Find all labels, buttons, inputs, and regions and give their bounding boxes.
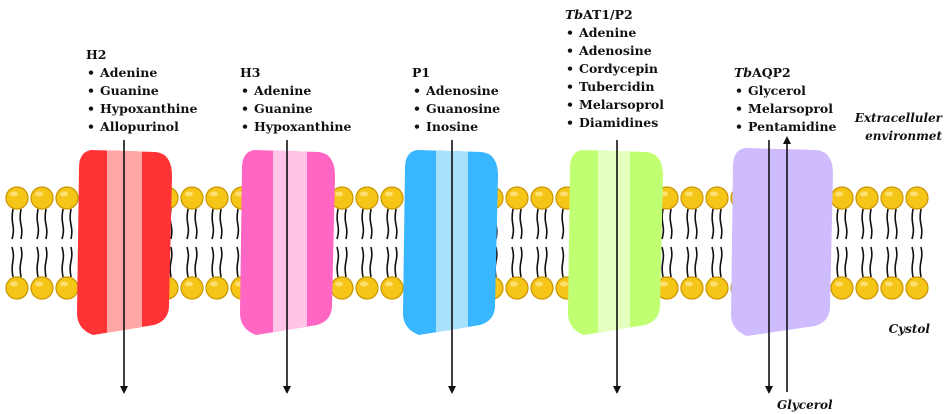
substrate-item: Allopurinol	[86, 118, 197, 136]
label-h3: H3 Adenine Guanine Hypoxanthine	[240, 64, 351, 136]
lipid-molecule	[881, 187, 903, 299]
lipid-molecule	[906, 187, 928, 299]
transporter-name: H3	[240, 64, 351, 82]
protein-channel-stripe	[598, 145, 630, 340]
label-tbat1-p2: TbAT1/P2 Adenine Adenosine Cordycepin Tu…	[565, 6, 664, 132]
lipid-molecule	[31, 187, 53, 299]
substrate-item: Cordycepin	[565, 60, 664, 78]
protein-tbaqp2	[731, 148, 833, 336]
cytosol-label: Cystol	[889, 320, 930, 338]
lipid-molecule	[381, 187, 403, 299]
substrate-item: Diamidines	[565, 114, 664, 132]
label-h2: H2 Adenine Guanine Hypoxanthine Allopuri…	[86, 46, 197, 136]
label-p1: P1 Adenosine Guanosine Inosine	[412, 64, 500, 136]
substrate-item: Inosine	[412, 118, 500, 136]
lipid-molecule	[856, 187, 878, 299]
substrate-item: Hypoxanthine	[240, 118, 351, 136]
transporter-name: TbAT1/P2	[565, 6, 664, 24]
substrate-item: Glycerol	[734, 82, 836, 100]
substrate-item: Adenosine	[565, 42, 664, 60]
substrate-item: Guanosine	[412, 100, 500, 118]
species-prefix: Tb	[734, 65, 752, 80]
lipid-molecule	[356, 187, 378, 299]
transporter-name: P1	[412, 64, 500, 82]
protein-body	[731, 148, 833, 336]
transporter-name: TbAQP2	[734, 64, 836, 82]
protein-p1	[403, 145, 498, 340]
substrate-item: Adenine	[565, 24, 664, 42]
lipid-molecule	[56, 187, 78, 299]
substrate-item: Adenine	[240, 82, 351, 100]
substrate-item: Melarsoprol	[565, 96, 664, 114]
lipid-molecule	[181, 187, 203, 299]
substrate-item: Melarsoprol	[734, 100, 836, 118]
extracellular-label: Extracelluler environmet	[855, 109, 942, 145]
transporter-name: H2	[86, 46, 197, 64]
lipid-molecule	[831, 187, 853, 299]
substrate-item: Guanine	[240, 100, 351, 118]
substrate-item: Hypoxanthine	[86, 100, 197, 118]
species-prefix: Tb	[565, 7, 583, 22]
label-tbaqp2: TbAQP2 Glycerol Melarsoprol Pentamidine	[734, 64, 836, 136]
lipid-molecule	[681, 187, 703, 299]
substrate-item: Pentamidine	[734, 118, 836, 136]
lipid-molecule	[206, 187, 228, 299]
transporter-proteins	[77, 145, 833, 340]
substrate-item: Adenosine	[412, 82, 500, 100]
lipid-molecule	[531, 187, 553, 299]
protein-tbat1-p2	[568, 145, 663, 340]
substrate-item: Tubercidin	[565, 78, 664, 96]
lipid-molecule	[506, 187, 528, 299]
substrate-item: Adenine	[86, 64, 197, 82]
glycerol-efflux-label: Glycerol	[777, 396, 833, 414]
substrate-item: Guanine	[86, 82, 197, 100]
lipid-molecule	[706, 187, 728, 299]
protein-channel-stripe	[273, 145, 307, 340]
lipid-molecule	[6, 187, 28, 299]
